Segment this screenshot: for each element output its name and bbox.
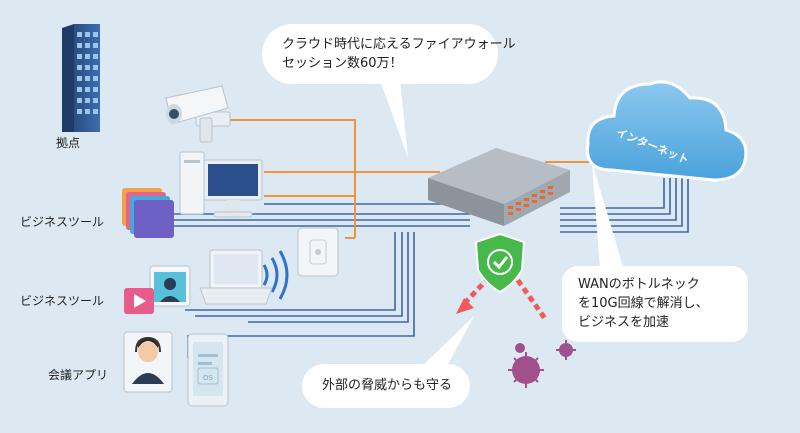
threat-bubble-tail [420,316,474,368]
security-camera-icon [165,85,231,143]
threat-arrows [456,268,549,322]
shield-check-icon [474,232,526,294]
wan-callout-line1: WANのボトルネック [578,277,700,292]
firewall-callout: クラウド時代に応えるファイアウォール セッション数60万！ [282,35,516,73]
wireless-signal-icon [262,250,289,300]
wan-callout: WANのボトルネック を10G回線で解消し、 ビジネスを加速 [578,275,709,332]
headset-user-icon [123,331,173,393]
threat-arrowhead [456,298,474,314]
desktop-pc-icon [179,151,263,218]
label-business-tool-2: ビジネスツール [20,294,105,308]
label-meeting-app: 会議アプリ [48,368,109,382]
threat-callout: 外部の脅威からも守る [322,376,452,395]
callout-bubbles [262,24,748,408]
virus-small [515,343,525,353]
wan-bubble-tail [592,162,624,270]
tablet-icon: OS [187,333,229,407]
firewall-bubble-bg [262,24,498,84]
wan-callout-line2: を10G回線で解消し、 [578,296,709,311]
firewall-callout-line2: セッション数60万！ [282,56,403,71]
firewall-callout-line1: クラウド時代に応えるファイアウォール [282,37,516,52]
video-conference-icon [124,265,191,314]
tablet-screen-text: OS [203,374,214,382]
wan-bubble-bg [562,266,748,342]
firewall-bubble-tail [380,80,408,158]
internet-cloud-icon [586,80,748,182]
label-base: 拠点 [56,136,81,150]
building-icon [62,24,100,132]
folders-icon [122,188,174,238]
threat-callout-text: 外部の脅威からも守る [322,378,453,393]
threat-bubble-bg [302,364,470,408]
wan-callout-line3: ビジネスを加速 [578,315,670,330]
firewall-appliance-icon [428,148,570,226]
label-business-tool-1: ビジネスツール [20,215,105,229]
access-point-icon [297,227,339,277]
virus-icons [508,340,576,388]
laptop-icon [199,249,273,305]
